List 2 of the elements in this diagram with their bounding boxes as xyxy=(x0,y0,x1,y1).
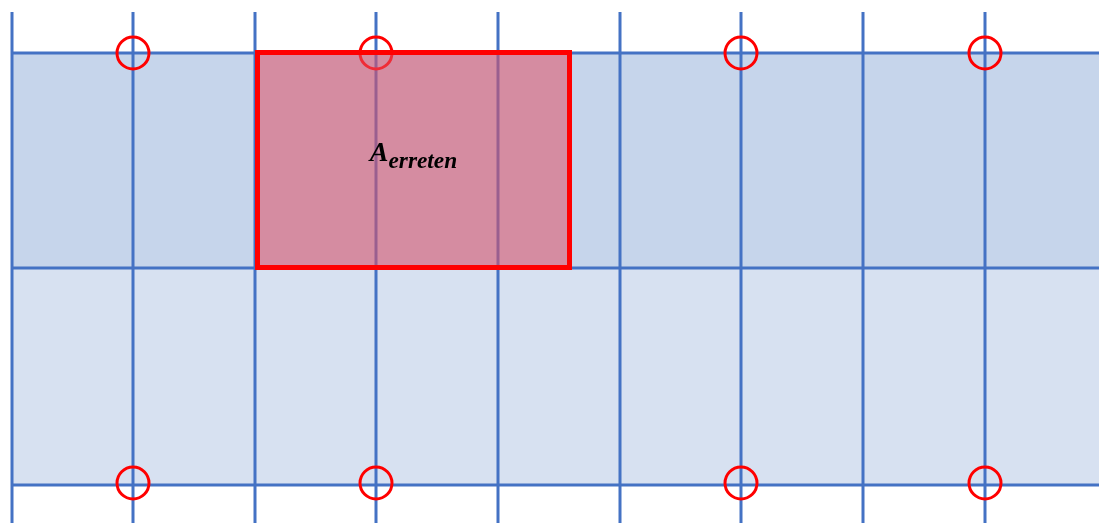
highlighted-area xyxy=(255,50,572,270)
area-label: A$_{erreten}$ xyxy=(369,136,458,174)
